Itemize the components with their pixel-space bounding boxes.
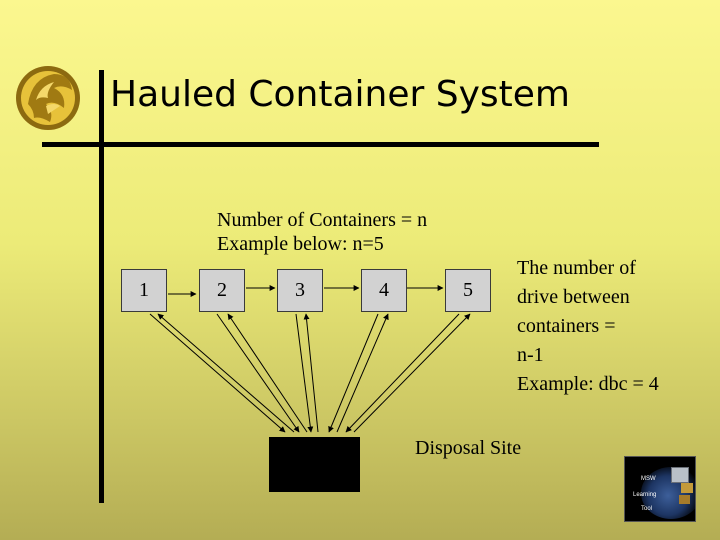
haul-route-5-out (345, 313, 460, 433)
haul-route-5-back (353, 313, 471, 433)
msw-logo-text: Learning (633, 492, 657, 498)
haul-route-3-out (295, 313, 314, 433)
pegasus-logo-icon (16, 66, 80, 130)
haul-route-2-back (227, 313, 308, 433)
computer-icon (671, 467, 689, 483)
page-title: Hauled Container System (110, 74, 571, 115)
package-icon (679, 495, 690, 504)
container-box: 2 (199, 269, 245, 312)
haul-route-2-out (216, 313, 300, 433)
container-box: 3 (277, 269, 323, 312)
containers-note-line: Example below: n=5 (217, 233, 384, 255)
haul-route-3-back (303, 313, 319, 433)
container-box: 5 (445, 269, 491, 312)
containers-count-note: Number of Containers = n Example below: … (217, 208, 427, 256)
disposal-site-box (269, 437, 360, 492)
horizontal-rule (42, 142, 599, 147)
vertical-rule (99, 70, 104, 503)
drives-between-containers-note: The number of drive between containers =… (517, 254, 659, 399)
msw-logo-text: Tool (641, 506, 653, 512)
container-box: 4 (361, 269, 407, 312)
msw-learning-tool-logo-icon: MSW Learning Tool (624, 456, 696, 522)
haul-route-1-out (149, 313, 286, 433)
msw-logo-text: MSW (641, 476, 656, 482)
drives-note-line: n-1 (517, 344, 544, 366)
package-icon (681, 483, 693, 493)
haul-route-1-back (157, 313, 295, 433)
drives-note-line: drive between (517, 286, 630, 308)
haul-route-4-out (328, 313, 379, 433)
drives-note-line: containers = (517, 315, 616, 337)
disposal-site-label: Disposal Site (415, 437, 522, 459)
drives-note-line: The number of (517, 257, 636, 279)
haul-route-4-back (336, 313, 389, 433)
container-box: 1 (121, 269, 167, 312)
containers-note-line: Number of Containers = n (217, 209, 428, 231)
drives-note-line: Example: dbc = 4 (517, 373, 659, 395)
